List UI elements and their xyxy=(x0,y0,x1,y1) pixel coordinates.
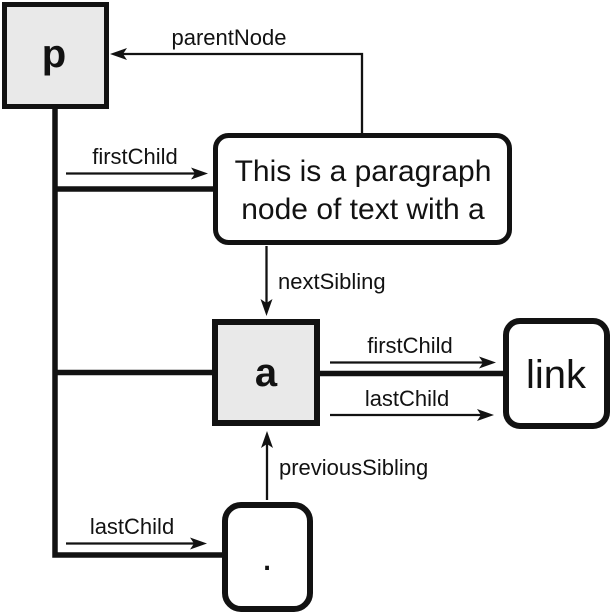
node-p-label: p xyxy=(42,32,66,76)
parent-node-arrowhead-icon xyxy=(110,48,127,60)
edge-last-child-from-p: lastChild xyxy=(66,514,207,550)
tree-connectors xyxy=(52,107,506,558)
node-paragraph-box xyxy=(213,133,512,245)
node-dot-text: . xyxy=(222,502,313,612)
previous-sibling-label: previousSibling xyxy=(279,455,428,480)
node-a-box xyxy=(212,319,320,426)
last-child-a-arrowhead-icon xyxy=(477,409,494,421)
node-paragraph-text: This is a paragraph node of text with a xyxy=(213,133,512,245)
edge-first-child-from-p: firstChild xyxy=(66,144,208,180)
edge-next-sibling: nextSibling xyxy=(260,246,386,316)
node-a-label: a xyxy=(255,351,278,395)
last-child-a-label: lastChild xyxy=(365,386,449,411)
last-child-p-label: lastChild xyxy=(90,514,174,539)
node-paragraph-line2: node of text with a xyxy=(241,193,485,226)
node-p: p xyxy=(2,2,109,109)
node-a: a xyxy=(212,319,320,426)
node-link-text: link xyxy=(503,318,610,429)
first-child-p-label: firstChild xyxy=(92,144,178,169)
node-link-label: link xyxy=(526,353,587,397)
parent-node-label: parentNode xyxy=(172,25,287,50)
node-dot-label: . xyxy=(261,535,272,579)
parent-node-arrow-line xyxy=(123,52,364,134)
first-child-a-label: firstChild xyxy=(367,333,453,358)
first-child-p-arrowhead-icon xyxy=(191,167,208,180)
next-sibling-arrowhead-icon xyxy=(260,299,273,316)
node-link-box xyxy=(503,318,610,429)
edge-parent-node: parentNode xyxy=(110,25,364,134)
next-sibling-label: nextSibling xyxy=(278,269,386,294)
previous-sibling-arrowhead-icon xyxy=(261,431,273,448)
edge-first-child-from-a: firstChild xyxy=(330,333,496,369)
node-paragraph-line1: This is a paragraph xyxy=(235,155,492,188)
edge-previous-sibling: previousSibling xyxy=(261,431,428,500)
connector-p-to-dot-node xyxy=(52,107,224,558)
node-dot-box xyxy=(222,502,313,612)
last-child-p-arrowhead-icon xyxy=(190,537,207,550)
first-child-a-arrowhead-icon xyxy=(479,356,496,369)
node-p-box xyxy=(2,2,109,109)
edge-last-child-from-a: lastChild xyxy=(330,386,494,421)
